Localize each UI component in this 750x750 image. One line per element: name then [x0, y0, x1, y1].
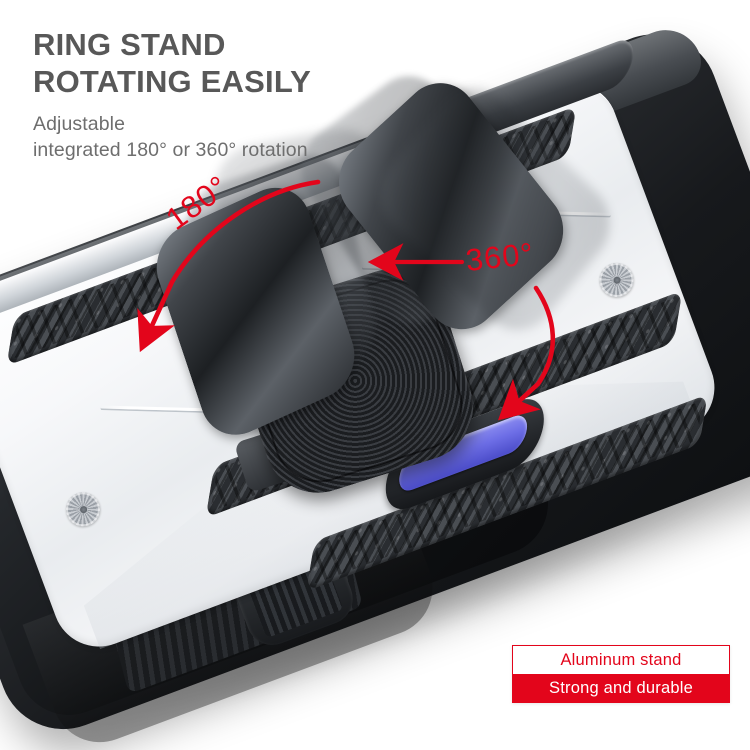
feature-badge: Aluminum stand Strong and durable	[512, 645, 730, 703]
marketing-copy: RING STAND ROTATING EASILY Adjustable in…	[33, 26, 453, 163]
subtitle-line-1: Adjustable	[33, 113, 126, 135]
badge-top-label: Aluminum stand	[513, 646, 729, 674]
badge-bottom-label: Strong and durable	[513, 674, 729, 702]
headline-line-2: ROTATING EASILY	[33, 64, 312, 99]
headline-line-1: RING STAND	[33, 27, 226, 62]
subtitle-line-2: integrated 180° or 360° rotation	[33, 139, 308, 161]
